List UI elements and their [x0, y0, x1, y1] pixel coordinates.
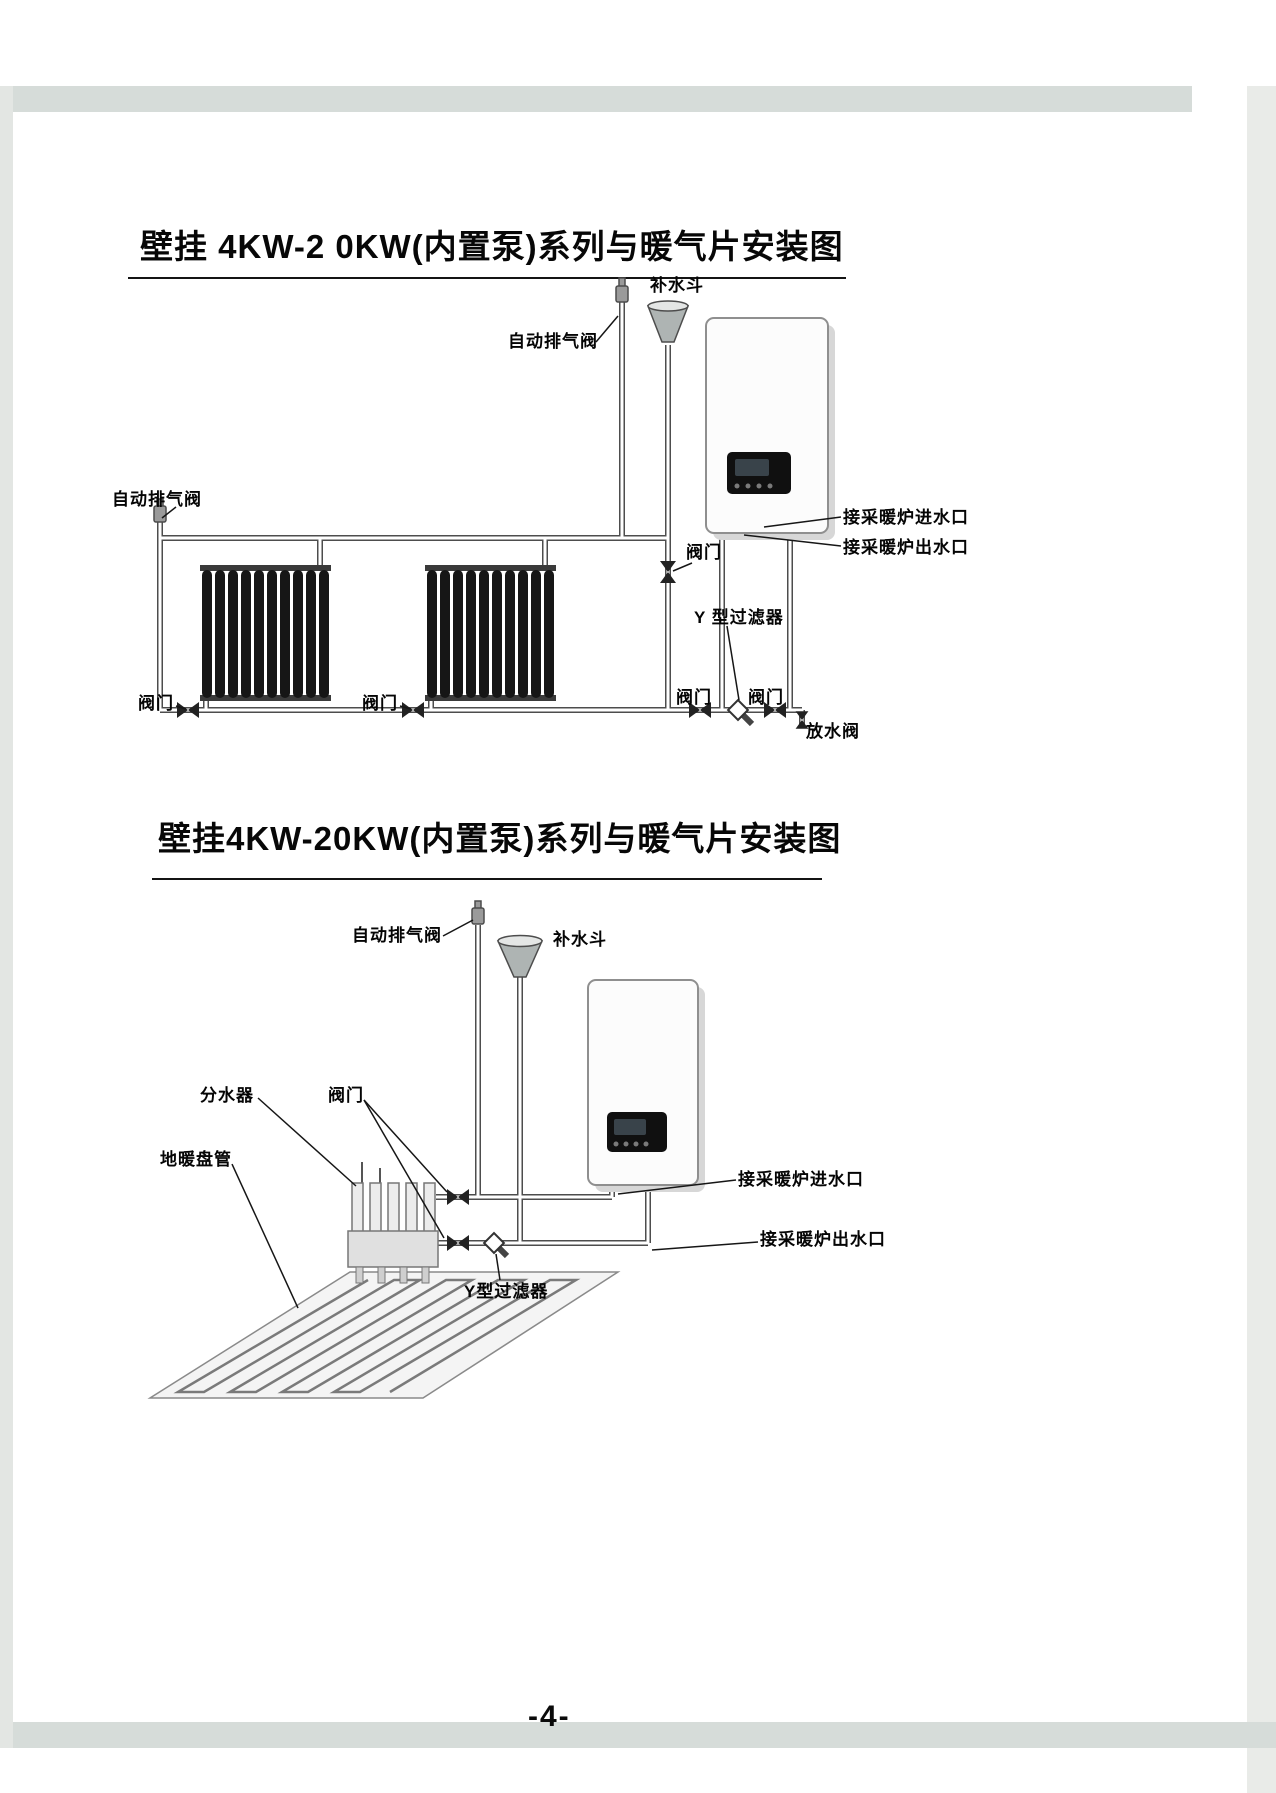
decor-bar-bottom — [13, 1722, 1276, 1748]
decor-bar-top — [0, 86, 1192, 112]
y-filter-1 — [726, 698, 755, 727]
boiler-2 — [587, 979, 705, 1192]
radiator-group-1 — [200, 565, 331, 701]
diagram2-graphic — [147, 900, 759, 1399]
pipes-diagram1 — [157, 302, 805, 726]
label-valve-radiator-2: 阀门 — [362, 694, 398, 713]
diagram1-title-underline — [128, 277, 846, 279]
water-funnel-1 — [646, 300, 690, 343]
label-water-funnel-1: 补水斗 — [650, 276, 704, 295]
radiator-group-2 — [425, 565, 556, 701]
label-boiler-inlet-2: 接采暖炉进水口 — [738, 1170, 864, 1189]
label-valve-radiator-1: 阀门 — [138, 694, 174, 713]
label-manifold: 分水器 — [200, 1086, 254, 1105]
label-valve-bottom-1: 阀门 — [676, 688, 712, 707]
decor-bar-right — [1247, 86, 1276, 1793]
diagram1-title: 壁挂 4KW-2 0KW(内置泵)系列与暖气片安装图 — [140, 228, 844, 265]
air-vent-valve-2 — [471, 900, 485, 925]
boiler-1 — [705, 317, 835, 540]
label-auto-vent-1-left: 自动排气阀 — [112, 490, 202, 509]
label-boiler-outlet-1: 接采暖炉出水口 — [843, 538, 969, 557]
manifold — [347, 1162, 439, 1284]
diagram2-title-underline — [152, 878, 822, 880]
diagram2-title: 壁挂4KW-20KW(内置泵)系列与暖气片安装图 — [158, 820, 842, 857]
label-valve-2: 阀门 — [328, 1086, 364, 1105]
floor-heating-coil — [147, 1271, 621, 1399]
leader-lines-2 — [231, 919, 759, 1309]
boiler-1-display — [735, 459, 769, 476]
label-y-filter-1: Y 型过滤器 — [694, 608, 784, 627]
label-y-filter-2: Y型过滤器 — [464, 1282, 549, 1301]
leader-lines-1 — [161, 315, 842, 710]
label-boiler-inlet-1: 接采暖炉进水口 — [843, 508, 969, 527]
label-water-funnel-2: 补水斗 — [553, 930, 607, 949]
label-boiler-outlet-2: 接采暖炉出水口 — [760, 1230, 886, 1249]
water-funnel-2 — [496, 934, 544, 978]
label-drain-valve-1: 放水阀 — [806, 722, 860, 741]
label-auto-vent-1-top: 自动排气阀 — [508, 332, 598, 351]
diagram1-graphic — [153, 277, 842, 729]
y-filter-2 — [482, 1231, 510, 1259]
label-floor-coil: 地暖盘管 — [160, 1150, 232, 1169]
label-auto-vent-2: 自动排气阀 — [352, 926, 442, 945]
page-number: -4- — [528, 1700, 571, 1733]
label-valve-bottom-2: 阀门 — [748, 688, 784, 707]
decor-bar-left — [0, 86, 13, 1748]
label-valve-mid-1: 阀门 — [686, 543, 722, 562]
boiler-2-display — [614, 1119, 646, 1135]
air-vent-valve-1-top — [615, 277, 629, 303]
